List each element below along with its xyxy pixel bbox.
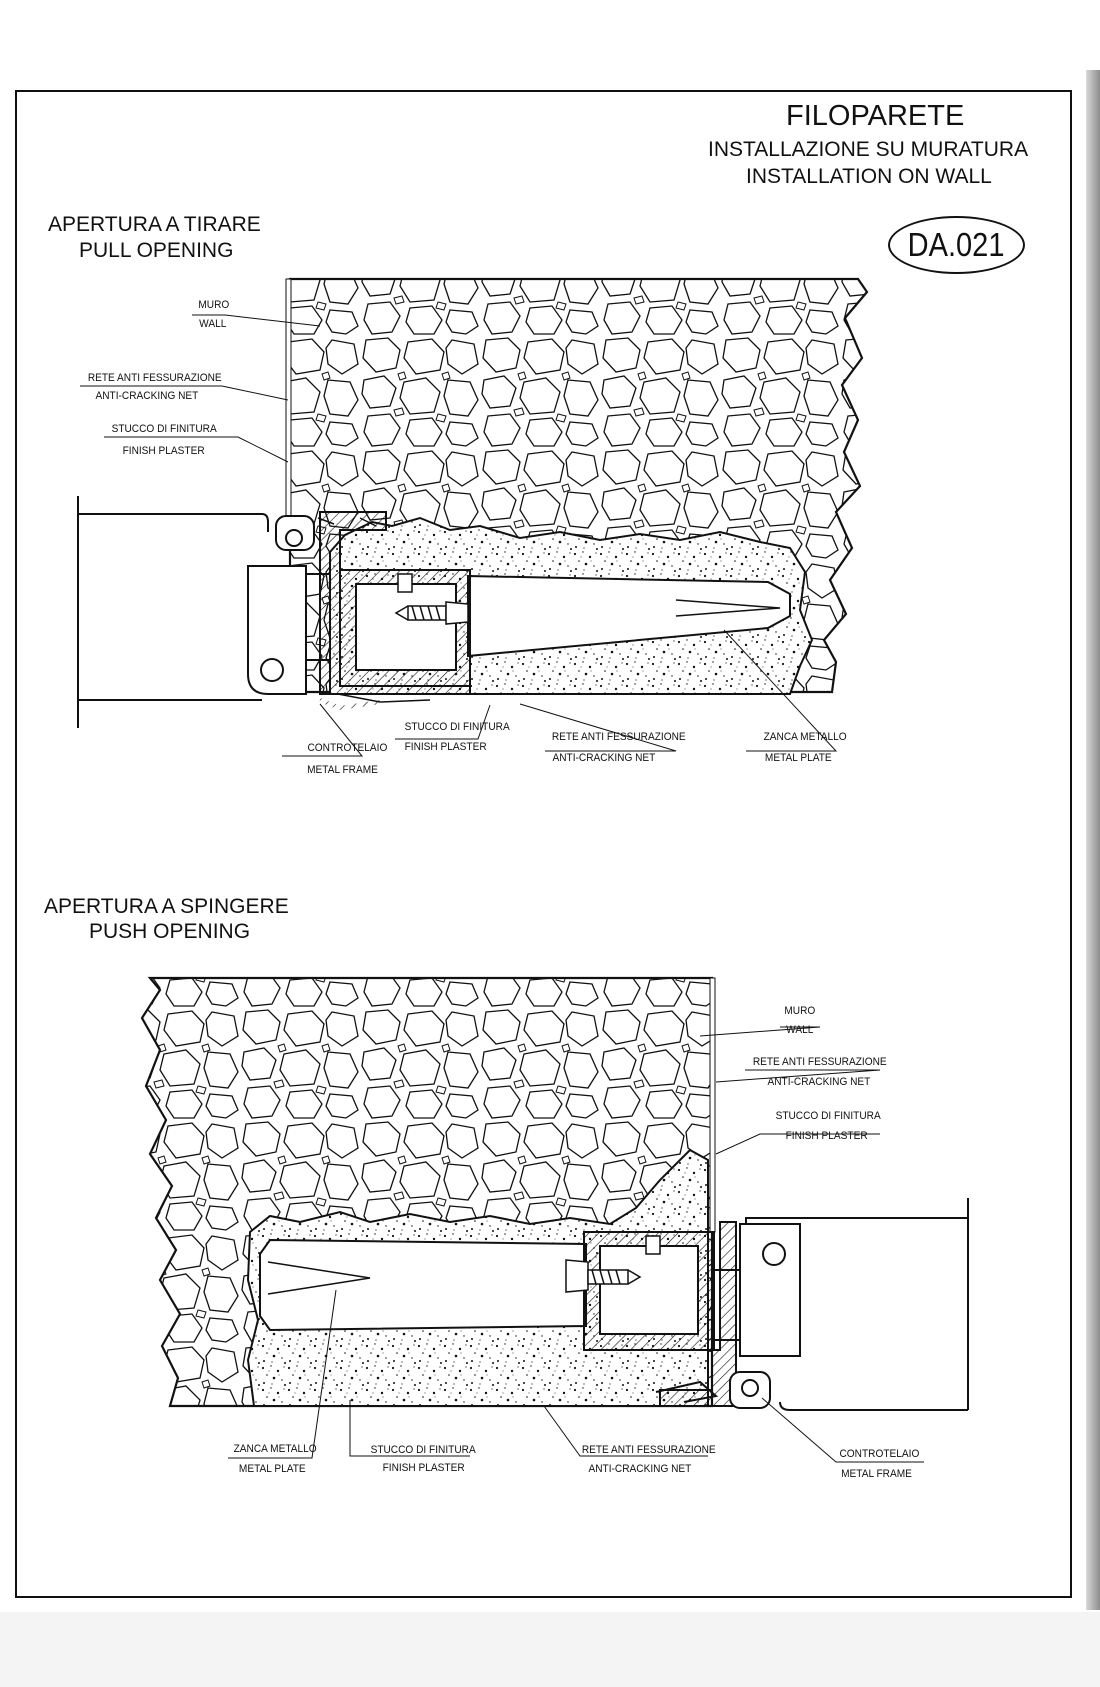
pull-label-net-it: RETE ANTI FESSURAZIONE [87, 372, 222, 384]
pull-title-it: APERTURA A TIRARE [48, 213, 261, 236]
drawing-subtitle-en: INSTALLATION ON WALL [746, 165, 992, 188]
push-title-en: PUSH OPENING [89, 920, 251, 943]
push-title-it: APERTURA A SPINGERE [44, 895, 289, 918]
push-label-plaster2-it: STUCCO DI FINITURA [370, 1444, 476, 1456]
push-label-wall-it: MURO [784, 1005, 816, 1017]
pull-label-plate-it: ZANCA METALLO [763, 731, 847, 743]
push-label-plaster2-en: FINISH PLASTER [382, 1462, 465, 1474]
pull-title-en: PULL OPENING [79, 239, 234, 262]
pull-hinge [247, 565, 307, 695]
push-label-wall-en: WALL [786, 1024, 814, 1036]
pull-label-plaster2-it: STUCCO DI FINITURA [404, 721, 510, 733]
pull-label-frame-en: METAL FRAME [307, 764, 378, 776]
push-render-strip [709, 977, 716, 1233]
push-label-net2-en: ANTI-CRACKING NET [588, 1463, 692, 1475]
pull-label-plate-en: METAL PLATE [764, 752, 832, 764]
push-label-plaster-en: FINISH PLASTER [785, 1130, 868, 1142]
push-metal-plate [259, 1238, 587, 1332]
pull-render-strip [285, 278, 292, 520]
page-edge-shadow [1086, 70, 1100, 1610]
pull-label-wall-en: WALL [199, 318, 227, 330]
push-label-plate-it: ZANCA METALLO [233, 1443, 317, 1455]
pull-door-leaf [78, 513, 269, 532]
push-label-frame-it: CONTROTELAIO [839, 1448, 920, 1460]
push-label-net2-it: RETE ANTI FESSURAZIONE [581, 1444, 716, 1456]
pull-label-net2-en: ANTI-CRACKING NET [552, 752, 656, 764]
pull-label-plaster-it: STUCCO DI FINITURA [111, 423, 217, 435]
pull-label-plaster2-en: FINISH PLASTER [404, 741, 487, 753]
pull-label-wall-it: MURO [198, 299, 230, 311]
pull-label-net-en: ANTI-CRACKING NET [95, 390, 199, 402]
push-label-net-it: RETE ANTI FESSURAZIONE [752, 1056, 887, 1068]
pull-label-plaster-en: FINISH PLASTER [122, 445, 205, 457]
push-opening-detail [140, 976, 969, 1463]
push-label-plate-en: METAL PLATE [238, 1463, 306, 1475]
drawing-title: FILOPARETE [786, 100, 965, 132]
sheet-border [15, 90, 1072, 1598]
push-screw [565, 1259, 642, 1293]
pull-label-frame-it: CONTROTELAIO [307, 742, 388, 754]
pull-opening-detail [77, 277, 869, 757]
push-frame-base [659, 1221, 737, 1407]
push-label-net-en: ANTI-CRACKING NET [767, 1076, 871, 1088]
push-label-plaster-it: STUCCO DI FINITURA [775, 1110, 881, 1122]
drawing-code: DA.021 [908, 226, 1005, 263]
drawing-subtitle-it: INSTALLAZIONE SU MURATURA [708, 138, 1029, 161]
page-bottom-margin [0, 1612, 1100, 1687]
pull-screw [394, 601, 469, 625]
drawing-code-badge: DA.021 [888, 216, 1025, 274]
push-label-frame-en: METAL FRAME [841, 1468, 912, 1480]
pull-frame-base [319, 511, 471, 695]
pull-label-net2-it: RETE ANTI FESSURAZIONE [551, 731, 686, 743]
